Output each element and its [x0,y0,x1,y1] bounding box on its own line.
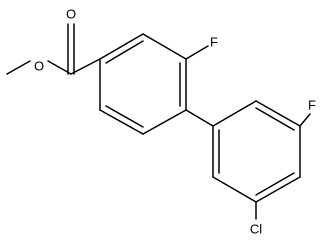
ring-b-bond-4 [255,176,301,203]
ring-b-bond-2-inner [255,107,295,131]
bond-carbonyl-ring [70,58,101,75]
ring-b [212,100,311,220]
ring-b-bond-5 [212,176,257,203]
bond-methyl-o [6,60,31,75]
label-ester-oxygen: O [34,59,44,74]
label-fluorine-ortho: F [210,35,218,50]
ring-b-bond-4-inner [255,172,295,196]
label-fluorine-meta: F [308,98,316,113]
ester-group [6,23,101,75]
ring-a-bond-4 [142,109,187,135]
label-chlorine: Cl [250,222,262,237]
ring-a-bond-5-inner [105,105,144,128]
bond-biaryl [185,109,214,127]
ring-a-bond-1-inner [105,40,144,64]
ring-a-bond-2 [142,33,187,60]
ring-a [99,33,209,135]
bond-ring-b-f [299,113,311,127]
ring-a-bond-1 [99,33,144,60]
label-carbonyl-oxygen: O [66,7,76,22]
bond-o-carbonyl-carbon [47,60,72,75]
ring-a-bond-5 [99,109,144,135]
ring-b-bond-1 [212,100,257,127]
ring-b-bond-2 [255,100,301,127]
bond-ring-a-f [185,45,209,60]
